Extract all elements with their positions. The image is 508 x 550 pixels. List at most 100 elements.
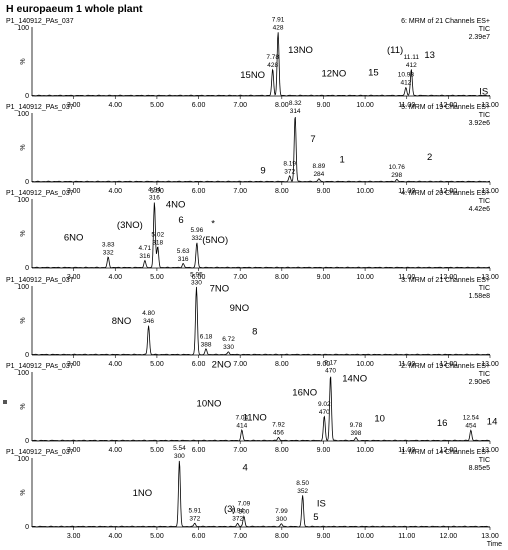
compound-annotation: 1	[340, 155, 345, 166]
chromatogram-trace	[31, 117, 491, 183]
x-axis-label: Time	[487, 541, 502, 548]
peak-rt-label: 7.04	[236, 415, 249, 422]
peak-rt-label: 8.32	[289, 100, 302, 107]
peak-rt-label: 8.89	[313, 163, 326, 170]
compound-annotation: 4	[243, 462, 248, 473]
y-tick-label: 100	[17, 456, 29, 463]
x-tick-label: 5.00	[150, 361, 164, 368]
function-label: 3: MRM of 21 Channels ES+	[401, 277, 490, 284]
peak-rt-label: 6.18	[200, 333, 213, 340]
compound-annotation: 16NO	[292, 387, 317, 398]
peak-mz-label: 398	[351, 430, 362, 437]
y-tick-label: 0	[25, 524, 29, 531]
x-tick-label: 7.00	[233, 188, 247, 195]
peak-mz-label: 454	[465, 423, 476, 430]
peak-mz-label: 300	[238, 509, 249, 516]
function-label: 5: MRM of 19 Channels ES+	[401, 104, 490, 111]
y-tick-label: 100	[17, 197, 29, 204]
peak-rt-label: 8.19	[283, 160, 296, 167]
x-tick-label: 11.00	[398, 361, 415, 368]
peak-mz-label: 388	[201, 341, 212, 348]
compound-annotation: 15NO	[240, 70, 265, 81]
y-tick-label: 0	[25, 179, 29, 186]
peak-mz-label: 414	[236, 423, 247, 430]
x-tick-label: 9.00	[317, 533, 331, 540]
peak-mz-label: 372	[284, 168, 295, 175]
compound-annotation: (3)	[224, 504, 236, 515]
x-tick-label: 3.00	[67, 188, 81, 195]
sample-name: P1_140912_PAs_037	[6, 363, 74, 370]
x-tick-label: 7.00	[233, 274, 247, 281]
y-tick-label: 100	[17, 284, 29, 291]
compound-annotation: (3NO)	[117, 220, 143, 231]
function-label: 1: MRM of 14 Channels ES+	[401, 449, 490, 456]
function-label: 4: MRM of 20 Channels ES+	[401, 190, 490, 197]
x-tick-label: 8.00	[275, 533, 289, 540]
chromatogram-trace	[31, 32, 491, 97]
compound-annotation: 16	[437, 418, 448, 429]
x-tick-label: 7.00	[233, 361, 247, 368]
compound-annotation: 11NO	[243, 412, 267, 423]
compound-annotation: 13	[424, 50, 435, 61]
compound-annotation: 6NO	[64, 232, 84, 243]
chromatogram-trace	[31, 286, 491, 356]
x-tick-label: 11.00	[398, 447, 415, 454]
x-tick-label: 12.00	[440, 274, 458, 281]
peak-rt-label: 7.91	[272, 17, 285, 24]
peak-rt-label: 7.09	[238, 501, 251, 508]
x-tick-label: 13.00	[481, 533, 499, 540]
peak-mz-label: 412	[406, 62, 417, 69]
compound-annotation: 14	[487, 416, 498, 427]
x-tick-label: 3.00	[67, 361, 81, 368]
x-tick-label: 4.00	[108, 361, 122, 368]
x-tick-label: 3.00	[67, 447, 81, 454]
compound-annotation: 2	[427, 152, 432, 163]
peak-mz-label: 352	[297, 488, 308, 495]
x-tick-label: 5.00	[150, 447, 164, 454]
compound-annotation: 1NO	[133, 488, 153, 499]
y-tick-label: 100	[17, 370, 29, 377]
peak-rt-label: 5.02	[151, 231, 164, 238]
compound-annotation: 10	[374, 414, 385, 425]
peak-mz-label: 284	[313, 171, 324, 178]
x-tick-label: 10.00	[356, 533, 374, 540]
x-tick-label: 8.00	[275, 447, 289, 454]
x-tick-label: 11.00	[398, 274, 415, 281]
x-tick-label: 8.00	[275, 102, 289, 109]
y-axis-label: %	[20, 144, 27, 150]
peak-mz-label: 316	[139, 253, 150, 260]
y-axis-label: %	[20, 230, 27, 236]
side-marker	[3, 400, 7, 404]
x-tick-label: 13.00	[481, 274, 499, 281]
y-side-markers	[3, 400, 7, 404]
peak-mz-label: 332	[103, 250, 114, 257]
compound-annotation: 15	[368, 67, 379, 78]
compound-annotation: 7NO	[210, 284, 230, 295]
x-tick-label: 11.00	[398, 188, 415, 195]
y-axis-label: %	[20, 317, 27, 323]
x-tick-label: 9.00	[317, 274, 331, 281]
x-tick-label: 8.00	[275, 361, 289, 368]
x-tick-label: 3.00	[67, 274, 81, 281]
x-tick-label: 8.00	[275, 274, 289, 281]
intensity-label: 3.92e6	[469, 120, 491, 127]
figure-title: H europaeum 1 whole plant	[6, 3, 143, 15]
peak-rt-label: 5.63	[177, 248, 190, 255]
x-tick-label: 6.00	[192, 188, 206, 195]
y-axis-label: %	[20, 489, 27, 495]
tic-label: TIC	[479, 198, 490, 205]
x-tick-label: 5.00	[150, 102, 164, 109]
peak-mz-label: 316	[178, 256, 189, 263]
peak-mz-label: 470	[319, 409, 330, 416]
peak-rt-label: 7.99	[275, 508, 288, 515]
peak-mz-label: 298	[391, 172, 402, 179]
peak-rt-label: 5.95	[190, 271, 203, 278]
x-tick-label: 10.00	[356, 361, 374, 368]
x-tick-label: 4.00	[108, 102, 122, 109]
x-tick-label: 4.00	[108, 274, 122, 281]
chromatogram-trace	[31, 376, 491, 442]
compound-annotation: 2NO	[212, 359, 232, 370]
